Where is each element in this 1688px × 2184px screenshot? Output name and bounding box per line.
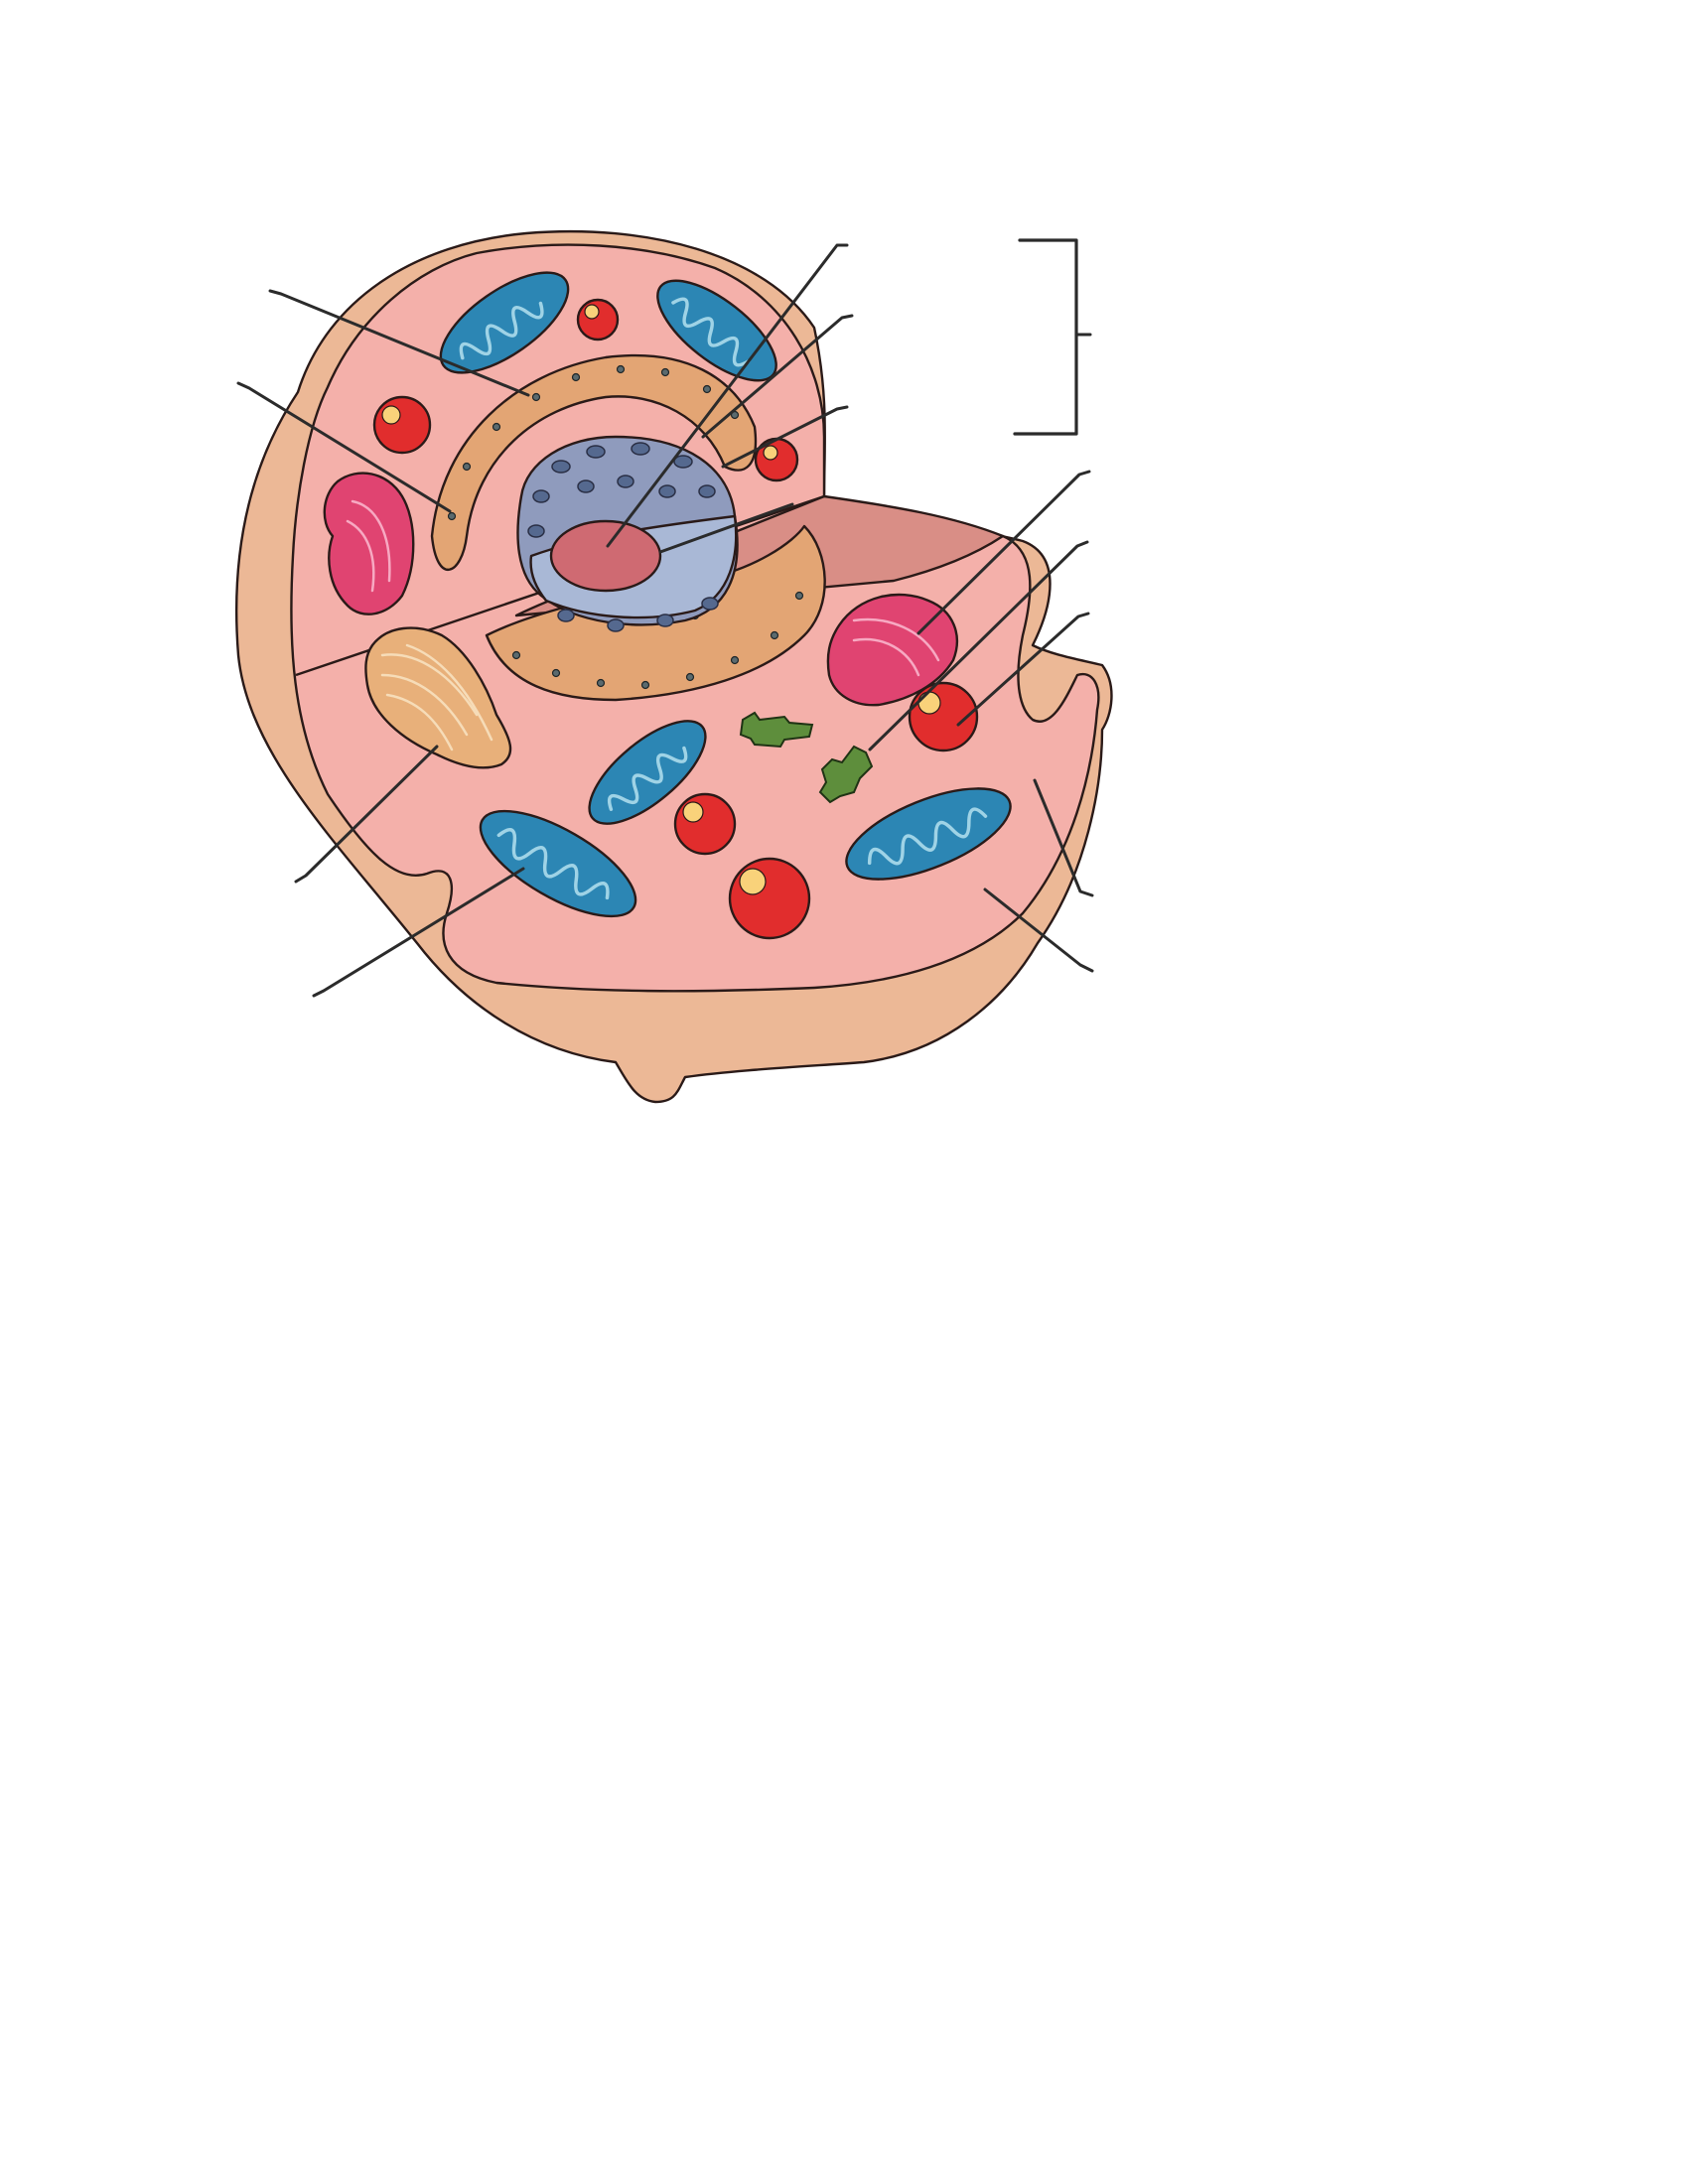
leader-line-9 [868,540,1089,751]
nucleus-icon [516,435,739,632]
mitochondrion-icon-5 [845,787,1012,881]
leader-lines [236,243,1094,998]
golgi-icon [364,626,512,769]
mitochondrion-icon-4 [479,809,637,918]
smooth-er-icon [323,472,958,707]
leader-line-3 [294,745,439,884]
lysosome [372,395,432,455]
lysosome-highlight [682,801,704,823]
mitochondrion [479,809,637,918]
leader-line-13 [658,502,794,554]
bracket [1013,238,1092,436]
smooth-er-right [826,593,958,707]
lysosome-highlight [763,445,778,461]
leader-line-6 [701,314,854,439]
mitochondrion-icon-2 [656,279,777,382]
leader-line-1 [268,289,530,397]
leader-line-8 [916,470,1091,635]
leader-line-10 [956,612,1090,727]
lysosome-highlight [917,691,941,715]
lysosome [754,437,799,482]
centriole [739,711,814,749]
centriole-icon [739,711,874,804]
leader-line-5 [606,243,849,548]
leader-line-7 [721,405,849,469]
leader-line-11 [1033,778,1094,897]
leader-line-4 [312,867,525,998]
centriole [818,745,874,804]
lysosome-highlight [381,405,401,425]
leader-line-12 [983,887,1094,973]
lysosome [673,792,737,856]
mitochondrion-icon-1 [439,271,570,374]
lysosome [576,298,620,341]
chromatin-spots [527,442,719,632]
lysosome-highlight [739,868,767,895]
lysosome [728,857,811,940]
nucleolus [549,519,662,593]
mitochondrion-icon-3 [588,720,707,825]
leader-line-2 [236,381,452,513]
bracket-shape [1013,238,1078,436]
lysosome-highlight [584,304,600,320]
lysosome-icon [372,298,979,940]
